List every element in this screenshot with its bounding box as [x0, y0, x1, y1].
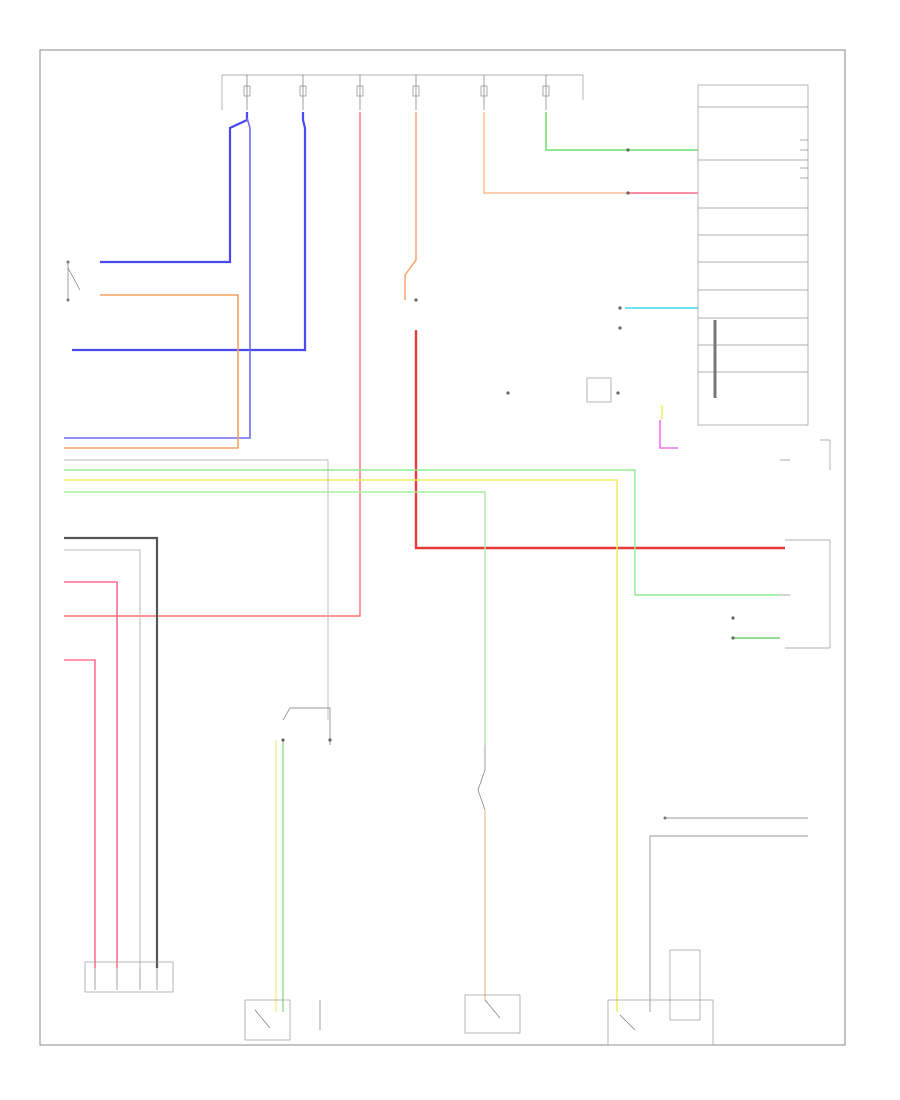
yaw-rate-sensor-box [820, 439, 831, 470]
fuse-6 [542, 75, 550, 110]
wire-red-main [414, 330, 785, 550]
meter-pin-ticks [780, 139, 808, 596]
wire-pink-1 [64, 112, 361, 617]
wire-light-green-2 [64, 491, 486, 745]
brake-fluid-level-switch [477, 745, 486, 811]
parking-brake-switch [464, 994, 521, 1034]
fuse-2 [299, 75, 307, 110]
wire-orange-1 [64, 294, 239, 449]
fuse-1 [243, 75, 251, 110]
transmission-switch [244, 999, 291, 1041]
diagram-frame [39, 49, 846, 1046]
stop-light-switch [66, 260, 81, 302]
wire-magenta-1 [659, 420, 678, 449]
combination-meter-box [697, 84, 809, 426]
wire-orange-3 [483, 112, 690, 194]
wire-orange-2 [404, 112, 417, 300]
splice-points [281, 148, 735, 742]
relay-bottom-right [607, 949, 714, 1046]
center-ground-switch [282, 707, 331, 1030]
fuse-5 [480, 75, 488, 110]
wire-dark-gray-bundle [64, 536, 159, 968]
wire-blue-2 [72, 112, 307, 352]
wire-gray-1 [64, 459, 329, 720]
wire-blue-1 [100, 112, 249, 264]
wire-green-1 [545, 112, 698, 151]
wire-light-green-1 [64, 469, 780, 596]
wire-blue-3 [64, 117, 251, 439]
relay-box-mid [586, 377, 612, 403]
abs-actuator-connector [84, 961, 174, 993]
fuse-4 [412, 75, 420, 110]
fuse-block-top [221, 74, 584, 110]
wire-yellow-1 [64, 479, 618, 1012]
steering-angle-sensor-box [785, 539, 831, 649]
ground-connector-right [649, 816, 808, 1012]
fuse-3 [356, 75, 364, 110]
